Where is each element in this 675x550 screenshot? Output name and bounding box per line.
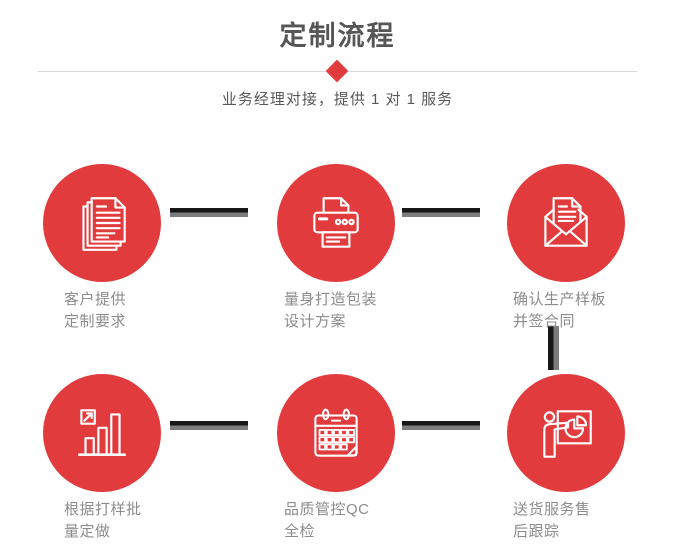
step-5-circle xyxy=(277,374,395,492)
documents-icon xyxy=(69,190,135,256)
page-title: 定制流程 xyxy=(279,21,396,51)
step-3-label: 确认生产样板 并签合同 xyxy=(513,291,607,330)
step-3-circle xyxy=(507,164,625,282)
step-6-circle xyxy=(507,374,625,492)
step-6-label: 送货服务售 后跟踪 xyxy=(513,501,591,540)
connector-bar-vertical xyxy=(548,326,559,370)
step-4-circle xyxy=(43,374,161,492)
step-2-circle xyxy=(277,164,395,282)
presentation-icon xyxy=(533,400,599,466)
connector-bar xyxy=(170,208,248,217)
bar-chart-icon xyxy=(69,400,135,466)
step-1-circle xyxy=(43,164,161,282)
diamond-icon xyxy=(325,59,349,83)
mail-icon xyxy=(533,190,599,256)
connector-bar xyxy=(402,208,480,217)
calendar-icon xyxy=(303,400,369,466)
subtitle: 业务经理对接，提供 1 对 1 服务 xyxy=(221,91,454,108)
printer-icon xyxy=(303,190,369,256)
connector-bar xyxy=(170,421,248,430)
connector-bar xyxy=(402,421,480,430)
step-2-label: 量身打造包装 设计方案 xyxy=(284,291,378,330)
step-4-label: 根据打样批 量定做 xyxy=(64,501,142,540)
step-5-label: 品质管控QC 全检 xyxy=(284,501,370,540)
step-1-label: 客户提供 定制要求 xyxy=(64,291,127,330)
